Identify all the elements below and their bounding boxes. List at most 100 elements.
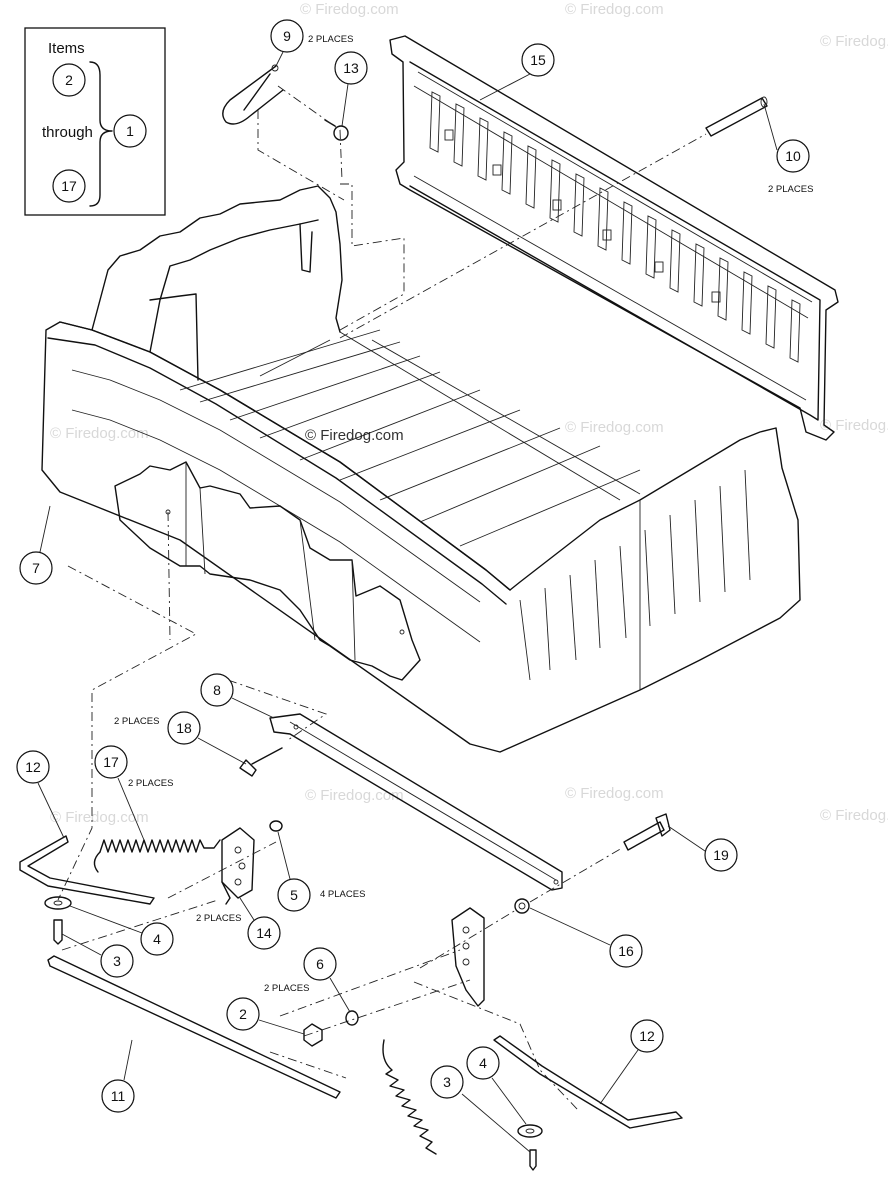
callout-circle xyxy=(277,878,311,912)
leader-line xyxy=(329,977,351,1013)
callout-number: 3 xyxy=(443,1074,451,1090)
leader-line xyxy=(39,505,51,553)
callout-number: 4 xyxy=(479,1055,487,1071)
leader-line xyxy=(37,782,65,839)
callout-circle xyxy=(270,19,304,53)
callout-number: 10 xyxy=(785,148,801,164)
lock-washer xyxy=(269,820,283,832)
assembly-line xyxy=(61,841,277,951)
leader-line xyxy=(599,1049,639,1105)
pivot-pin xyxy=(705,96,768,137)
leader-line xyxy=(341,83,349,127)
lynch-pin xyxy=(222,64,284,125)
screw xyxy=(529,1149,537,1171)
callout-note: 2 PLACES xyxy=(114,716,159,727)
callout-note: 2 PLACES xyxy=(308,34,353,45)
assembly-line xyxy=(257,85,345,201)
callout-3: 3 xyxy=(430,1065,531,1153)
callout-circle xyxy=(94,745,128,779)
callout-number: 4 xyxy=(153,931,161,947)
left-rod xyxy=(19,835,155,905)
callout-4: 4 xyxy=(69,905,174,956)
cross-bar xyxy=(269,713,563,891)
callout-circle xyxy=(16,750,50,784)
callout-16: 16 xyxy=(529,907,643,968)
assembly-line xyxy=(339,183,405,331)
callout-number: 7 xyxy=(32,560,40,576)
flange-bolt xyxy=(623,813,671,851)
callout-number: 8 xyxy=(213,682,221,698)
callout-number: 11 xyxy=(111,1088,126,1104)
callout-number: 18 xyxy=(176,720,192,736)
callout-15: 15 xyxy=(479,43,555,101)
leader-line xyxy=(461,1093,531,1153)
callout-12: 12 xyxy=(599,1019,664,1105)
callout-number: 17 xyxy=(103,754,119,770)
watermark: © Firedog.com xyxy=(820,417,888,434)
callout-7: 7 xyxy=(19,505,53,585)
callout-circle xyxy=(226,997,260,1031)
legend-box: Items 2 through 17 1 xyxy=(24,27,166,216)
watermark: © Firedog.com xyxy=(300,1,399,18)
hex-bolt xyxy=(239,747,283,777)
callout-circle xyxy=(19,551,53,585)
washer xyxy=(517,1124,543,1138)
callout-19: 19 xyxy=(667,825,738,872)
callout-circle xyxy=(776,139,810,173)
hex-nut xyxy=(303,1023,323,1047)
callout-circle xyxy=(247,916,281,950)
cargo-box xyxy=(41,185,801,753)
flange-bushing xyxy=(514,898,530,914)
callout-note: 2 PLACES xyxy=(128,778,173,789)
callout-number: 16 xyxy=(618,943,634,959)
callout-circle xyxy=(630,1019,664,1053)
callout-number: 3 xyxy=(113,953,121,969)
watermark-center: © Firedog.com xyxy=(305,427,404,444)
watermark: © Firedog.com xyxy=(565,785,664,802)
callout-11: 11 xyxy=(101,1039,135,1113)
callout-number: 12 xyxy=(25,759,41,775)
callout-4: 4 xyxy=(466,1046,527,1125)
watermark: © Firedog.com xyxy=(305,787,404,804)
callout-number: 12 xyxy=(639,1028,655,1044)
extension-spring xyxy=(93,839,221,873)
callout-17: 17 2 PLACES xyxy=(94,745,173,841)
callout-circle xyxy=(704,838,738,872)
leader-line xyxy=(479,73,531,101)
leader-line xyxy=(258,1019,305,1035)
callout-18: 18 2 PLACES xyxy=(114,711,247,765)
leader-line xyxy=(529,907,611,946)
legend-items-label: Items xyxy=(48,40,85,57)
leader-line xyxy=(123,1039,133,1081)
right-bracket xyxy=(451,907,485,1007)
flat-washer xyxy=(345,1010,359,1026)
washer xyxy=(44,896,72,910)
callout-6: 62 PLACES xyxy=(264,947,351,1013)
callout-circle xyxy=(466,1046,500,1080)
watermark: © Firedog.com xyxy=(50,425,149,442)
callout-number: 15 xyxy=(530,52,546,68)
legend-end-item: 17 xyxy=(61,178,77,194)
leader-line xyxy=(197,737,247,765)
callout-3: 3 xyxy=(61,933,134,978)
leader-line xyxy=(231,697,275,719)
assembly-line xyxy=(57,565,197,901)
callout-note: 2 PLACES xyxy=(196,913,241,924)
callout-12: 12 xyxy=(16,750,65,839)
extension-spring xyxy=(382,1039,437,1155)
leader-line xyxy=(491,1077,527,1125)
callout-number: 14 xyxy=(256,925,272,941)
legend-start-item: 2 xyxy=(65,72,73,88)
leader-line xyxy=(61,933,102,956)
callout-circle xyxy=(430,1065,464,1099)
callout-circle xyxy=(521,43,555,77)
legend-through-label: through xyxy=(42,124,93,141)
callout-circle xyxy=(140,922,174,956)
callout-circle xyxy=(101,1079,135,1113)
leader-line xyxy=(275,51,284,67)
callout-14: 14 2 PLACES xyxy=(196,897,281,950)
shoulder-bolt xyxy=(324,119,349,141)
assembly-line xyxy=(339,133,707,339)
